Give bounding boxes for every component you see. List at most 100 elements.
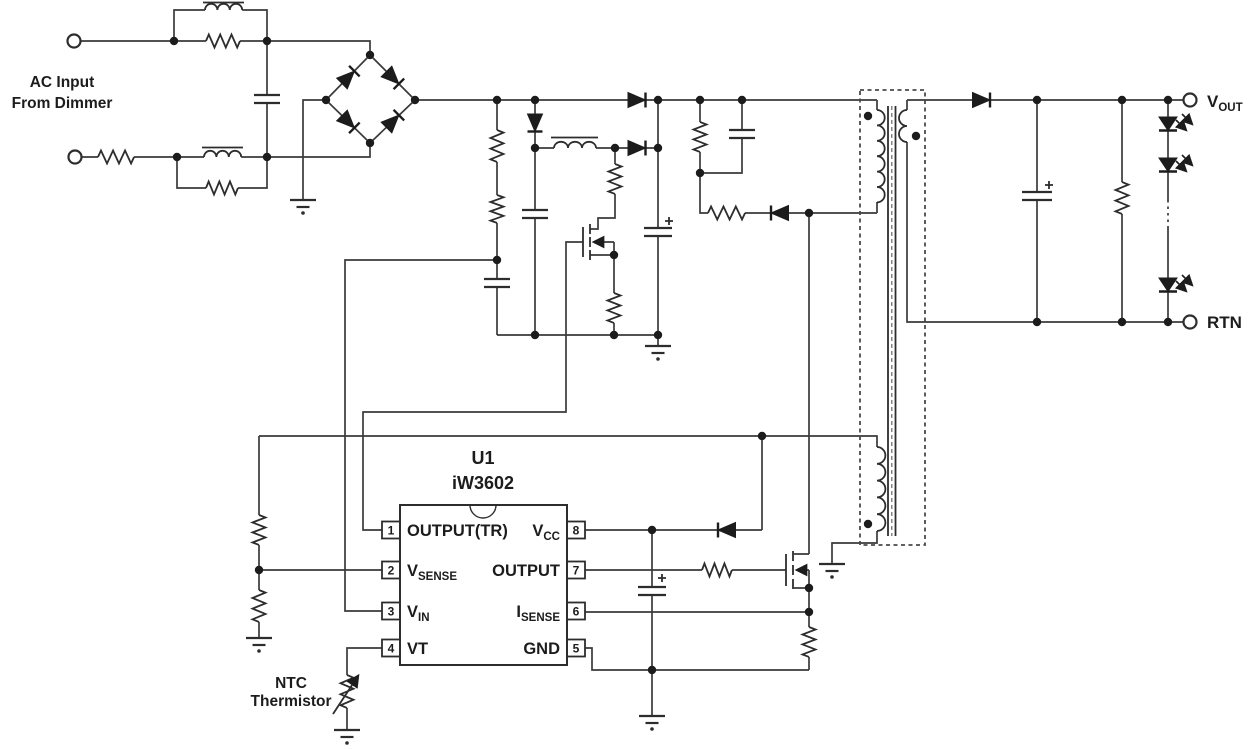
ic-part-number: iW3602 <box>452 473 514 493</box>
pin-label-vin: VIN <box>407 603 430 624</box>
led-string <box>1159 114 1192 292</box>
resistor-fet1-drain <box>607 163 623 195</box>
net-vout-rail <box>906 99 1184 110</box>
ground-icon <box>637 714 667 732</box>
inductor-buck <box>552 140 598 150</box>
inductor-line-filter <box>204 2 244 11</box>
pin-label-vt: VT <box>407 640 428 658</box>
diode-vcc-icon <box>716 521 737 539</box>
ground-icon <box>288 198 318 216</box>
vout-label: VOUT <box>1207 92 1243 114</box>
net-ac-neutral <box>81 143 371 189</box>
ntc-label-line1: NTC <box>275 675 307 692</box>
pin-number-1: 1 <box>388 524 395 538</box>
aux-phase-dot <box>863 519 873 529</box>
output-section <box>971 91 1193 292</box>
capacitor-output <box>1022 181 1053 202</box>
aux-winding <box>876 446 887 532</box>
polarity-plus <box>1045 181 1053 189</box>
polarity-plus <box>658 574 666 582</box>
ntc-label-line2: Thermistor <box>251 693 332 710</box>
resistor-line-damper <box>205 33 241 49</box>
ground-icon <box>332 728 362 746</box>
pin-label-output: OUTPUT <box>492 562 560 580</box>
pin-number-6: 6 <box>573 605 580 619</box>
rtn-label: RTN <box>1207 313 1242 332</box>
thermistor-arrow <box>332 673 360 715</box>
vout-terminal <box>1182 92 1198 108</box>
input-emi-filter <box>97 1 280 196</box>
diode-clamp-icon <box>769 204 790 222</box>
net-fet1-body <box>590 242 615 335</box>
inductor-neutral-filter <box>203 149 243 158</box>
ac-line-terminal <box>66 33 82 49</box>
net-isense <box>585 611 810 670</box>
diode-output-icon <box>971 91 992 109</box>
ic-iw3602: 1 2 3 4 8 7 6 5 OUTPUT(TR) VSENSE VIN VT… <box>381 448 586 666</box>
capacitor-bulk <box>644 217 673 238</box>
capacitor-vcc <box>638 574 666 597</box>
ground-icon <box>643 344 673 362</box>
net-ic-gnd <box>585 647 809 716</box>
resistor-fet1-source <box>606 292 622 324</box>
resistor-isense <box>801 626 817 658</box>
controller-support <box>251 514 817 715</box>
ground-icon <box>244 636 274 654</box>
pin-number-7: 7 <box>573 564 580 578</box>
ground-icon <box>817 562 847 580</box>
secondary-winding <box>898 109 908 143</box>
capacitor-x-input <box>254 93 280 105</box>
resistor-inrush <box>97 149 135 165</box>
net-vt <box>346 647 382 730</box>
ic-notch <box>469 504 497 519</box>
pin-number-4: 4 <box>388 642 395 656</box>
pin-label-output-tr: OUTPUT(TR) <box>407 522 508 540</box>
mosfet-bypass <box>582 224 591 260</box>
ac-input-label-line2: From Dimmer <box>12 95 113 112</box>
bridge-edges <box>325 54 416 144</box>
junction-dots <box>169 36 1173 675</box>
led-icon <box>1159 275 1192 292</box>
led-icon <box>1159 114 1192 131</box>
resistor-snubber <box>692 121 708 153</box>
net-bridge-gnd <box>302 99 326 200</box>
net-primary-gnd-rail <box>497 334 659 346</box>
net-snubber <box>699 100 878 554</box>
pin-label-gnd: GND <box>523 640 560 658</box>
resistor-clamp <box>707 205 747 221</box>
resistor-preload <box>1114 181 1130 215</box>
snubber-clamp <box>692 121 790 222</box>
capacitor-buck <box>522 208 548 220</box>
pin-number-5: 5 <box>573 642 580 656</box>
secondary-phase-dot <box>911 131 921 141</box>
net-ac-line <box>80 9 371 55</box>
net-vcc <box>585 436 763 670</box>
mosfet-power <box>785 551 810 612</box>
transformer-boundary <box>859 89 926 546</box>
primary-phase-dot <box>863 111 873 121</box>
pin-label-vsense: VSENSE <box>407 562 457 583</box>
net-output-tr-gate <box>362 241 583 531</box>
bridge-rectifier <box>335 64 406 135</box>
front-end-section <box>484 91 673 324</box>
capacitor-snubber <box>729 128 755 140</box>
net-rtn-rail <box>906 142 1184 323</box>
pin-number-2: 2 <box>388 564 395 578</box>
diode-freewheel-icon <box>526 112 544 133</box>
polarity-plus <box>665 217 673 225</box>
resistor-gate <box>701 562 733 578</box>
resistor-vsense-upper <box>251 514 267 546</box>
resistor-hv-upper <box>489 129 505 163</box>
resistor-hv-lower <box>489 194 505 224</box>
led-icon <box>1159 155 1192 172</box>
ac-neutral-terminal <box>67 149 83 165</box>
ic-refdes: U1 <box>471 448 494 468</box>
net-buck-fet-drain <box>590 148 616 230</box>
resistor-vsense-lower <box>251 589 267 623</box>
capacitor-vin <box>484 277 510 289</box>
resistor-neutral-damper <box>205 180 239 196</box>
pin-number-3: 3 <box>388 605 395 619</box>
transformer <box>859 89 926 546</box>
